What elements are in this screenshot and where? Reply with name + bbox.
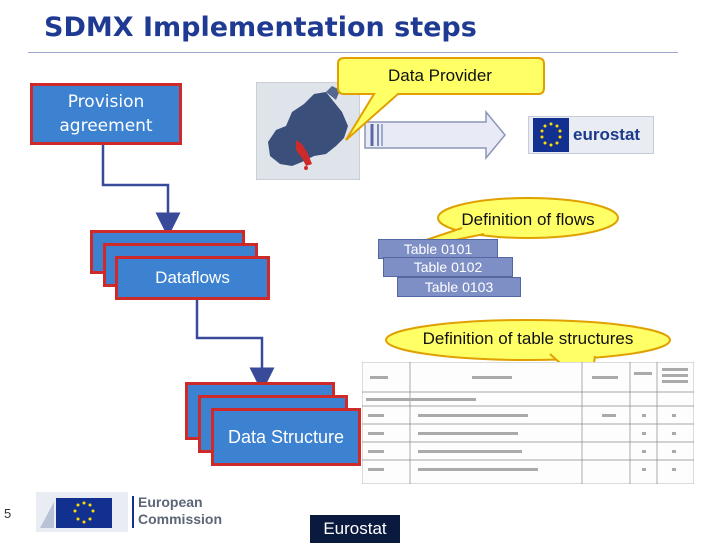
ec-building-flag-icon	[36, 492, 128, 532]
table-label-0101: Table 0101	[378, 239, 498, 259]
arrow-dataflows-to-structure	[195, 300, 275, 393]
italy-highlight	[296, 140, 312, 166]
footer-org-label: Eurostat	[310, 515, 400, 543]
european-commission-logo: European Commission	[36, 492, 222, 532]
arrow-provision-to-dataflows	[101, 143, 181, 238]
table-structure-preview	[362, 362, 694, 484]
provision-agreement-box: Provision agreement	[30, 83, 182, 145]
eu-flag-icon	[533, 118, 569, 152]
data-provider-callout-shape	[337, 57, 545, 141]
table-label-0102: Table 0102	[383, 257, 513, 277]
table-label-0103: Table 0103	[397, 277, 521, 297]
definition-of-flows-callout: Definition of flows	[461, 210, 595, 229]
europe-map	[256, 82, 360, 180]
page-title: SDMX Implementation steps	[44, 12, 477, 43]
data-structure-box: Data Structure	[211, 408, 361, 466]
dataflows-box: Dataflows	[115, 256, 270, 300]
page-number: 5	[4, 506, 12, 521]
data-provider-callout: Data Provider	[388, 66, 492, 85]
eurostat-logo: eurostat	[528, 116, 654, 154]
title-divider	[28, 52, 678, 53]
flow-arrow	[364, 109, 506, 161]
definition-of-table-structures-callout: Definition of table structures	[422, 329, 634, 348]
